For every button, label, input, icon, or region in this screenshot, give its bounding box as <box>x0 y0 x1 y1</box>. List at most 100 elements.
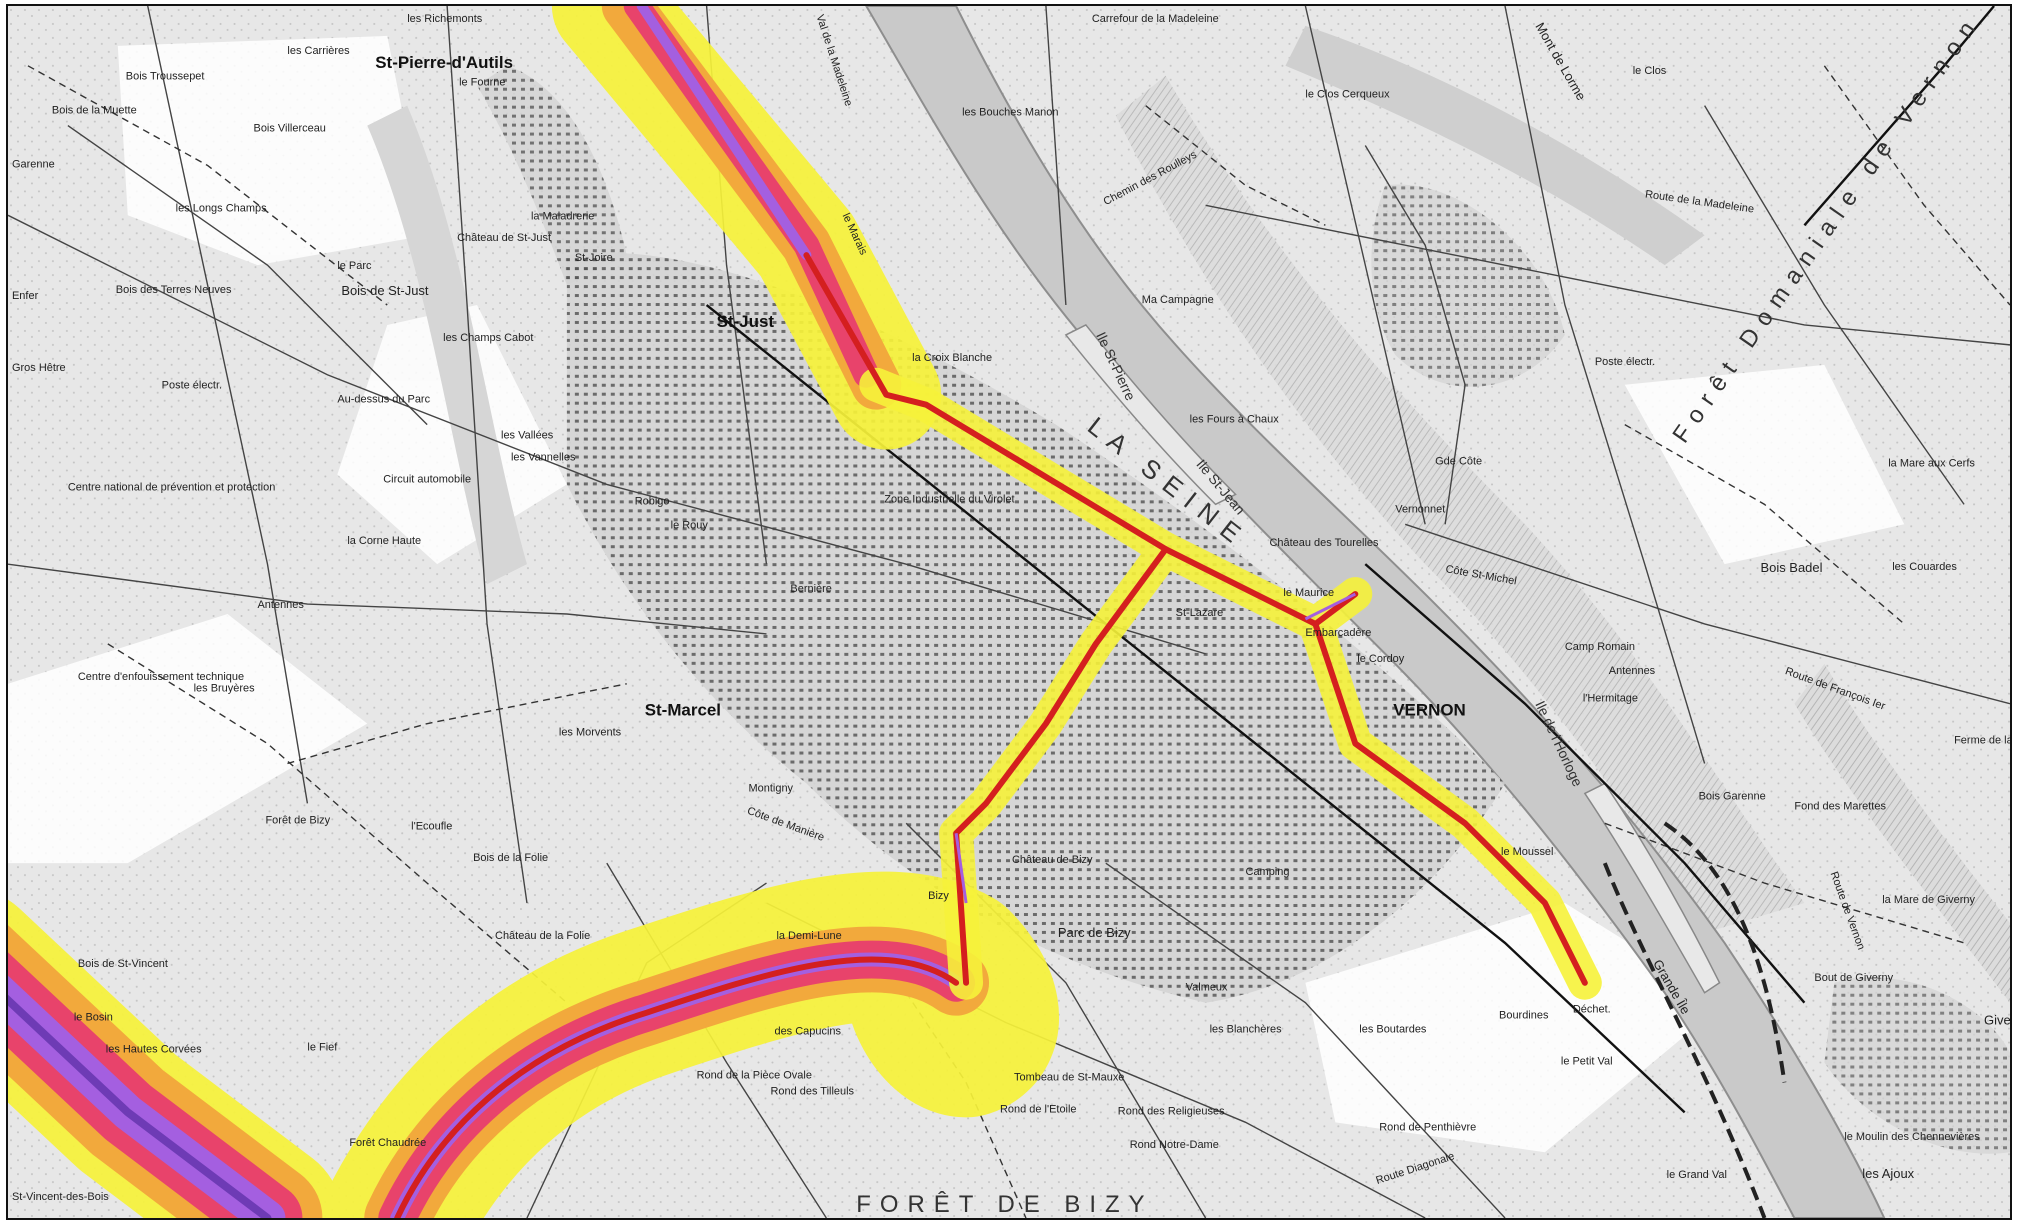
place-label: les Ajoux <box>1862 1166 1914 1181</box>
place-label: l'Ecoufle <box>411 820 452 832</box>
place-label: Bois Badel <box>1760 560 1822 575</box>
place-label: la Mare de Giverny <box>1882 894 1975 906</box>
place-label: les Couardes <box>1892 561 1957 573</box>
place-label: Antennes <box>258 599 305 611</box>
town-label-st-pierre: St-Pierre-d'Autils <box>375 53 513 72</box>
place-label: St-Vincent-des-Bois <box>12 1191 109 1203</box>
boundary-line <box>1602 821 1787 1218</box>
place-label: Carrefour de la Madeleine <box>1092 13 1219 25</box>
place-label: le Clos <box>1633 65 1667 77</box>
place-label: le Parc <box>337 260 372 272</box>
place-label: Bois de la Folie <box>473 852 548 864</box>
place-label: Forêt Chaudrée <box>349 1137 426 1149</box>
place-label: Rond de Penthièvre <box>1379 1121 1476 1133</box>
place-label: St-Lazare <box>1176 607 1224 619</box>
place-label: Vernonnet <box>1395 503 1445 515</box>
place-label: Rond de l'Etoile <box>1000 1103 1077 1115</box>
road-network <box>8 6 2010 1218</box>
place-label: Château de la Folie <box>495 930 590 942</box>
place-label: le Cordoy <box>1357 653 1404 665</box>
place-label: Embarcadère <box>1305 627 1371 639</box>
place-label: le Fief <box>307 1042 338 1054</box>
place-label: Ferme de la Réserve <box>1954 735 2010 747</box>
place-label: Fond des Marettes <box>1794 800 1886 812</box>
place-label: Bois Troussepet <box>126 71 205 83</box>
place-label: Robigo <box>635 495 670 507</box>
place-label: Garenne <box>12 158 55 170</box>
town-label-st-just: St-Just <box>717 312 775 331</box>
place-label: Valmeux <box>1186 982 1228 994</box>
place-label: Rond des Religieuses <box>1118 1105 1225 1117</box>
town-label-st-marcel: St-Marcel <box>645 701 721 720</box>
town-label-vernon: VERNON <box>1393 701 1466 720</box>
seine-islands <box>1064 324 1721 994</box>
place-label: les Richemonts <box>407 13 483 25</box>
route-core <box>954 592 1356 904</box>
place-label: Rond de la Pièce Ovale <box>697 1069 812 1081</box>
place-label: Camping <box>1246 866 1290 878</box>
place-label: Château des Tourelles <box>1269 537 1379 549</box>
open-fields <box>8 35 1905 1153</box>
place-label: Giverny <box>1984 1013 2010 1028</box>
place-label: le Moussel <box>1501 846 1553 858</box>
place-label: la Mare aux Cerfs <box>1888 457 1975 469</box>
place-label: le Grand Val <box>1667 1169 1727 1181</box>
place-label: Centre national de prévention et protect… <box>68 481 275 493</box>
place-label: les Morvents <box>559 727 622 739</box>
place-label: Bernière <box>790 583 831 595</box>
place-label: les Boutardes <box>1359 1024 1427 1036</box>
place-label: le Petit Val <box>1561 1056 1613 1068</box>
place-label: Parc de Bizy <box>1058 925 1131 940</box>
map-canvas[interactable]: St-Pierre-d'Autils St-Just St-Marcel VER… <box>8 6 2010 1218</box>
place-label: le Moulin des Chennevières <box>1844 1131 1980 1143</box>
place-label: le Bosin <box>74 1012 113 1024</box>
place-label: Rond Notre-Dame <box>1130 1139 1219 1151</box>
place-label: Camp Romain <box>1565 641 1635 653</box>
place-label: Bois Villerceau <box>254 123 326 135</box>
place-label: Gde Côte <box>1435 455 1482 467</box>
place-label: les Bruyères <box>194 683 256 695</box>
place-label: Antennes <box>1609 665 1656 677</box>
place-label: l'Hermitage <box>1583 693 1638 705</box>
relief-shading <box>367 25 2010 1003</box>
place-label: Bout de Giverny <box>1814 972 1893 984</box>
place-label: le Maurice <box>1283 587 1334 599</box>
place-label: Bois de la Muette <box>52 105 137 117</box>
place-label: Montigny <box>749 782 794 794</box>
place-label: Bourdines <box>1499 1010 1549 1022</box>
topographic-map[interactable]: St-Pierre-d'Autils St-Just St-Marcel VER… <box>6 4 2012 1220</box>
place-label: Déchet. <box>1573 1004 1611 1016</box>
place-label: les Bouches Manon <box>962 107 1058 119</box>
place-label: le Fourne <box>459 77 505 89</box>
place-label: Château de Bizy <box>1012 854 1093 866</box>
place-label: Zone Industrielle du Virolet <box>884 493 1014 505</box>
place-label: Circuit automobile <box>383 473 471 485</box>
place-label: Bois Garenne <box>1699 790 1766 802</box>
place-label: le Rouy <box>671 519 709 531</box>
place-label: Poste électr. <box>1595 356 1655 368</box>
place-label: St-Joire <box>575 252 613 264</box>
place-label: le Clos Cerqueux <box>1305 89 1390 101</box>
place-label: Bois de St-Vincent <box>78 958 168 970</box>
place-label: les Champs Cabot <box>443 332 533 344</box>
place-label: les Vannelles <box>511 452 576 464</box>
paths-dashed <box>27 65 2010 1218</box>
place-label: Enfer <box>12 290 39 302</box>
place-label: Ma Campagne <box>1142 294 1214 306</box>
place-label: Tombeau de St-Mauxe <box>1014 1071 1124 1083</box>
place-label: Bois de St-Just <box>341 283 429 298</box>
place-label: Poste électr. <box>162 380 222 392</box>
place-label: Château de St-Just <box>457 232 551 244</box>
place-label: Centre d'enfouissement technique <box>78 671 244 683</box>
place-label: les Fours à Chaux <box>1190 414 1280 426</box>
place-label: Forêt de Bizy <box>265 814 330 826</box>
place-label: la Croix Blanche <box>912 352 992 364</box>
place-label: Bizy <box>928 890 949 902</box>
place-label: Bois des Terres Neuves <box>116 284 232 296</box>
place-label: des Capucins <box>774 1026 841 1038</box>
place-label: les Longs Champs <box>176 202 267 214</box>
route-network <box>394 252 1588 1218</box>
place-label: Au-dessus du Parc <box>337 394 430 406</box>
place-label: les Blanchères <box>1210 1024 1283 1036</box>
place-label: Gros Hêtre <box>12 362 66 374</box>
